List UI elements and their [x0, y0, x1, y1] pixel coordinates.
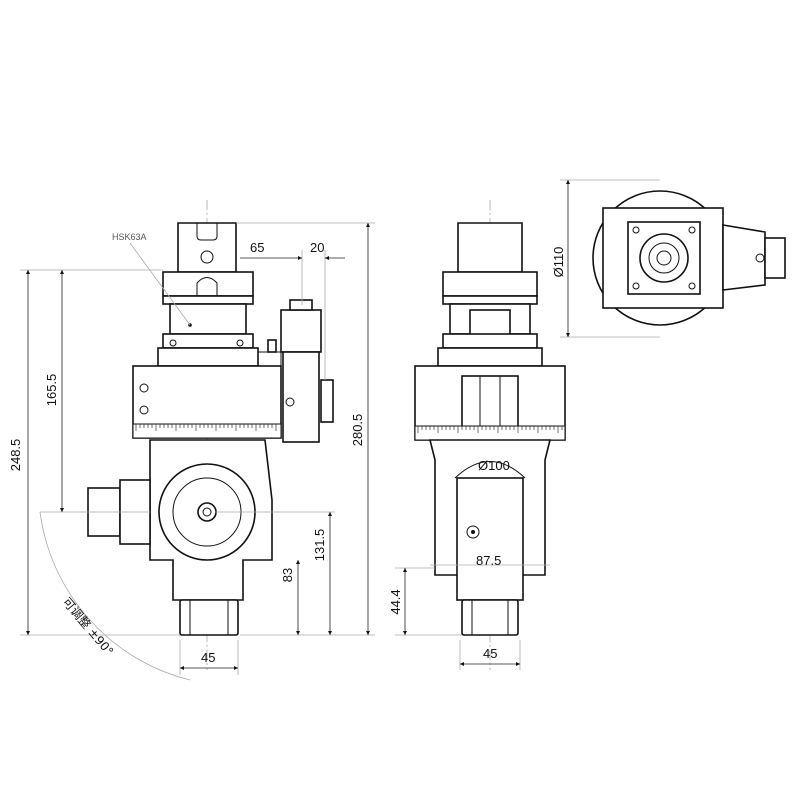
- front-view: Ø100 87.5 44.4 45: [388, 200, 566, 670]
- dim-131-5: 131.5: [312, 529, 327, 562]
- angle-scale: [132, 423, 282, 439]
- dim-65: 65: [250, 240, 264, 255]
- side-view: HSK63A 248.5 165.5 280.5 131.5 83 65 20 …: [8, 200, 375, 681]
- dim-45-side: 45: [201, 650, 215, 665]
- top-view: Ø110: [551, 179, 786, 338]
- dim-20: 20: [310, 240, 324, 255]
- dim-280-5: 280.5: [350, 414, 365, 447]
- dim-248-5: 248.5: [8, 439, 23, 472]
- dim-83: 83: [280, 568, 295, 582]
- dim-44-4: 44.4: [388, 589, 403, 614]
- dim-dia-100: Ø100: [478, 458, 510, 473]
- dim-dia-110: Ø110: [551, 247, 566, 278]
- dim-165-5: 165.5: [44, 374, 59, 407]
- hsk63a-label: HSK63A: [112, 232, 147, 242]
- dim-45-front: 45: [483, 646, 497, 661]
- dim-87-5: 87.5: [476, 553, 501, 568]
- rotation-note: 可调整 ±90°: [60, 594, 117, 658]
- hsk-taper: [177, 222, 237, 273]
